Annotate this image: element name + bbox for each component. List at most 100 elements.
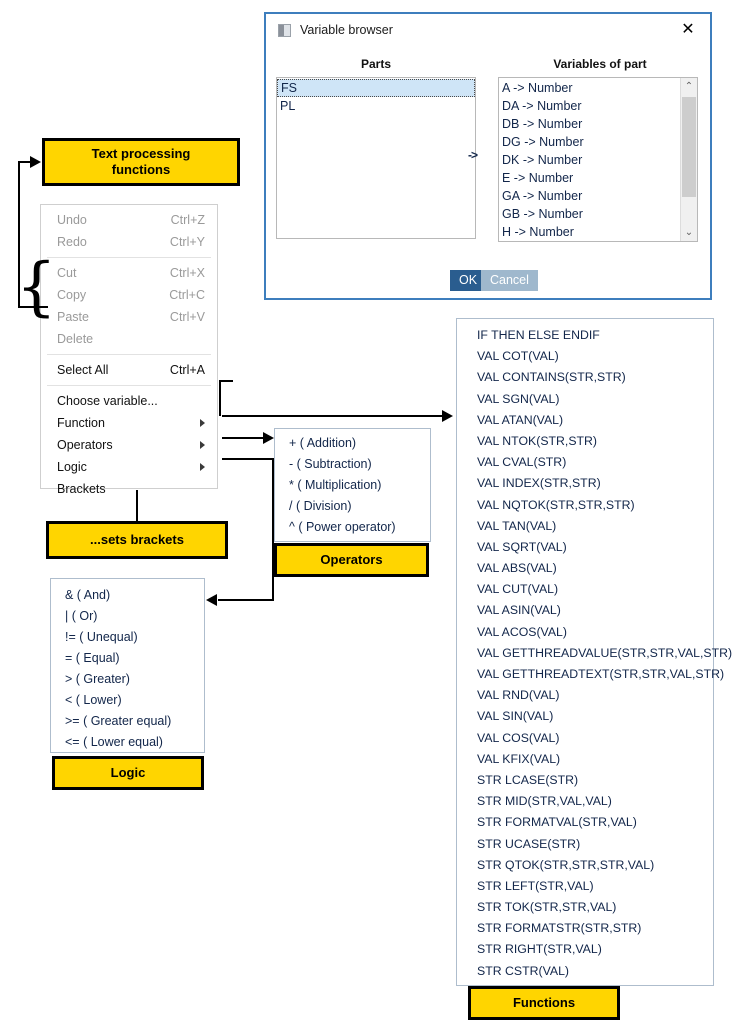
function-item[interactable]: VAL ACOS(VAL)	[477, 624, 567, 639]
menu-item-cut[interactable]: Cut Ctrl+X	[41, 262, 217, 284]
menu-item-delete[interactable]: Delete	[41, 328, 217, 350]
scrollbar-thumb[interactable]	[682, 97, 696, 197]
dialog-title: Variable browser	[300, 23, 393, 37]
function-item[interactable]: VAL CUT(VAL)	[477, 582, 559, 597]
logic-item[interactable]: <= ( Lower equal)	[65, 735, 163, 749]
operators-item[interactable]: - ( Subtraction)	[289, 457, 372, 471]
operators-item[interactable]: + ( Addition)	[289, 436, 357, 450]
function-item[interactable]: VAL SIN(VAL)	[477, 709, 554, 724]
list-item[interactable]: DA -> Number	[502, 99, 582, 113]
function-item[interactable]: VAL SGN(VAL)	[477, 391, 560, 406]
function-item[interactable]: VAL CONTAINS(STR,STR)	[477, 370, 626, 385]
function-item[interactable]: VAL ASIN(VAL)	[477, 603, 561, 618]
logic-item[interactable]: >= ( Greater equal)	[65, 714, 172, 728]
menu-label: Choose variable...	[57, 394, 158, 408]
menu-item-select-all[interactable]: Select All Ctrl+A	[41, 359, 217, 381]
connector-line	[136, 490, 138, 521]
function-item[interactable]: VAL ABS(VAL)	[477, 561, 557, 576]
variables-listbox[interactable]: A -> Number DA -> Number DB -> Number DG…	[498, 77, 698, 242]
menu-item-copy[interactable]: Copy Ctrl+C	[41, 284, 217, 306]
menu-item-brackets[interactable]: Brackets	[41, 478, 217, 500]
operators-item[interactable]: ^ ( Power operator)	[289, 520, 396, 534]
operators-item[interactable]: * ( Multiplication)	[289, 478, 382, 492]
menu-label: Select All	[57, 363, 109, 377]
operators-submenu-panel: + ( Addition) - ( Subtraction) * ( Multi…	[274, 428, 431, 542]
menu-item-redo[interactable]: Redo Ctrl+Y	[41, 231, 217, 253]
menu-item-function[interactable]: Function	[41, 412, 217, 434]
function-item[interactable]: STR MID(STR,VAL,VAL)	[477, 794, 612, 809]
function-item[interactable]: STR CSTR(VAL)	[477, 963, 570, 978]
function-item[interactable]: VAL CVAL(STR)	[477, 455, 567, 470]
function-item[interactable]: VAL COS(VAL)	[477, 730, 560, 745]
logic-item[interactable]: = ( Equal)	[65, 651, 120, 665]
logic-item[interactable]: > ( Greater)	[65, 672, 130, 686]
function-item[interactable]: STR UCASE(STR)	[477, 836, 581, 851]
menu-label: Function	[57, 416, 105, 430]
logic-item[interactable]: != ( Unequal)	[65, 630, 138, 644]
function-item[interactable]: VAL ATAN(VAL)	[477, 412, 564, 427]
menu-accel: Ctrl+C	[169, 288, 205, 302]
close-icon[interactable]: ✕	[681, 19, 695, 38]
connector-arrow	[442, 410, 453, 422]
function-item[interactable]: VAL COT(VAL)	[477, 349, 559, 364]
cut-copy-paste-brace: {	[16, 250, 57, 324]
callout-sets-brackets: ...sets brackets	[46, 521, 228, 559]
function-item[interactable]: STR LCASE(STR)	[477, 772, 579, 787]
menu-item-logic[interactable]: Logic	[41, 456, 217, 478]
list-item[interactable]: GA -> Number	[502, 189, 583, 203]
function-item[interactable]: VAL TAN(VAL)	[477, 518, 557, 533]
function-item[interactable]: VAL INDEX(STR,STR)	[477, 476, 601, 491]
logic-item[interactable]: < ( Lower)	[65, 693, 122, 707]
list-item[interactable]: H -> Number	[502, 225, 574, 239]
menu-item-undo[interactable]: Undo Ctrl+Z	[41, 209, 217, 231]
window-icon	[278, 23, 291, 37]
menu-item-choose-variable[interactable]: Choose variable...	[41, 390, 217, 412]
connector-line	[222, 415, 444, 417]
variables-scrollbar[interactable]: ⌃ ⌄	[680, 78, 697, 241]
menu-separator	[47, 385, 211, 386]
function-item[interactable]: VAL RND(VAL)	[477, 688, 560, 703]
dialog-titlebar[interactable]: Variable browser ✕	[266, 14, 710, 46]
variables-of-part-header: Variables of part	[553, 57, 647, 71]
menu-label: Logic	[57, 460, 87, 474]
menu-label: Copy	[57, 288, 87, 302]
logic-item[interactable]: | ( Or)	[65, 609, 98, 623]
function-item[interactable]: VAL GETTHREADTEXT(STR,STR,VAL,STR)	[477, 667, 725, 681]
function-item[interactable]: VAL KFIX(VAL)	[477, 751, 561, 766]
function-item[interactable]: STR LEFT(STR,VAL)	[477, 878, 594, 893]
menu-item-paste[interactable]: Paste Ctrl+V	[41, 306, 217, 328]
logic-item[interactable]: & ( And)	[65, 588, 111, 602]
list-item[interactable]: DK -> Number	[502, 153, 583, 167]
function-item[interactable]: STR QTOK(STR,STR,STR,VAL)	[477, 857, 655, 872]
list-item[interactable]: PL	[280, 99, 296, 113]
function-item[interactable]: VAL SQRT(VAL)	[477, 539, 567, 554]
scroll-up-icon[interactable]: ⌃	[684, 81, 694, 92]
function-item[interactable]: STR TOK(STR,STR,VAL)	[477, 900, 617, 915]
editor-context-menu: Undo Ctrl+Z Redo Ctrl+Y Cut Ctrl+X Copy …	[40, 204, 218, 496]
menu-label: Delete	[57, 332, 94, 346]
connector-line	[218, 599, 274, 601]
scroll-down-icon[interactable]: ⌄	[684, 227, 694, 238]
function-item[interactable]: VAL NQTOK(STR,STR,STR)	[477, 497, 635, 512]
menu-separator	[47, 257, 211, 258]
parts-listbox[interactable]: FS PL	[276, 77, 476, 239]
function-item[interactable]: STR RIGHT(STR,VAL)	[477, 942, 602, 957]
operators-item[interactable]: / ( Division)	[289, 499, 352, 513]
ok-button[interactable]: OK	[450, 270, 487, 291]
list-item[interactable]: DB -> Number	[502, 117, 583, 131]
menu-separator	[47, 354, 211, 355]
function-item[interactable]: VAL GETTHREADVALUE(STR,STR,VAL,STR)	[477, 645, 733, 660]
function-item[interactable]: STR FORMATSTR(STR,STR)	[477, 921, 642, 936]
list-item[interactable]: A -> Number	[502, 81, 573, 95]
function-item[interactable]: VAL NTOK(STR,STR)	[477, 433, 598, 448]
chevron-right-icon	[200, 463, 205, 471]
function-item[interactable]: IF THEN ELSE ENDIF	[477, 328, 600, 342]
callout-text-processing-functions: Text processing functions	[42, 138, 240, 186]
menu-item-operators[interactable]: Operators	[41, 434, 217, 456]
list-item[interactable]: FS	[277, 79, 475, 97]
list-item[interactable]: GB -> Number	[502, 207, 583, 221]
function-item[interactable]: STR FORMATVAL(STR,VAL)	[477, 815, 637, 830]
list-item[interactable]: DG -> Number	[502, 135, 584, 149]
cancel-button[interactable]: Cancel	[481, 270, 538, 291]
list-item[interactable]: E -> Number	[502, 171, 574, 185]
